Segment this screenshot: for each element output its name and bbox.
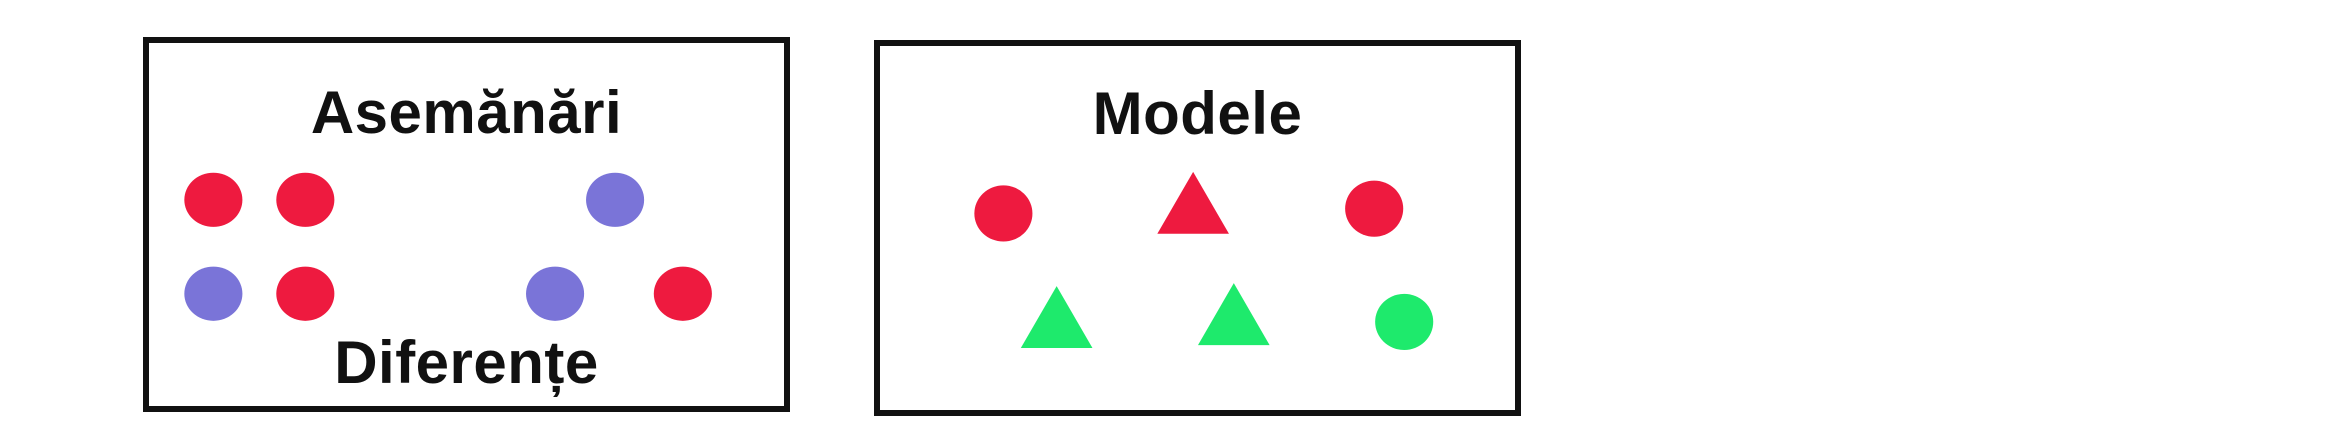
- red-circle-1: [974, 185, 1033, 242]
- blue-circle-2: [184, 266, 243, 321]
- red-circle-1: [184, 172, 243, 227]
- red-circle-3: [276, 266, 335, 321]
- red-circle-4: [653, 266, 712, 321]
- similarities-differences-panel: Asemănări Diferențe: [143, 37, 790, 412]
- blue-circle-3: [526, 266, 585, 321]
- red-circle-2: [276, 172, 335, 227]
- patterns-panel: Modele: [874, 40, 1521, 416]
- blue-circle-1: [586, 172, 645, 227]
- green-triangle-2: [1197, 283, 1270, 346]
- panel-label-differences: Diferențe: [334, 329, 599, 396]
- green-circle: [1375, 293, 1434, 350]
- red-triangle: [1157, 171, 1229, 234]
- panel-title-similarities: Asemănări: [310, 79, 623, 146]
- green-triangle-1: [1020, 286, 1093, 349]
- panel-title-patterns: Modele: [1092, 80, 1303, 147]
- red-circle-2: [1345, 180, 1404, 237]
